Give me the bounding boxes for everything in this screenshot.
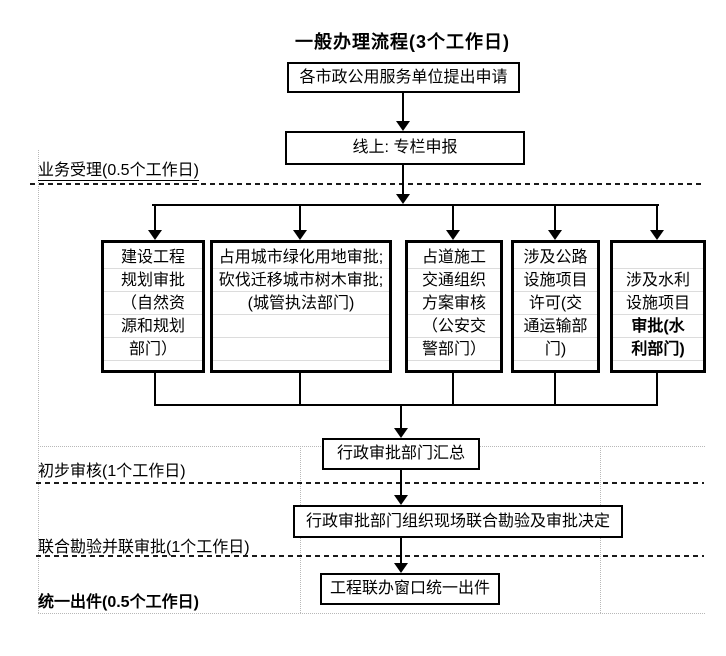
connector-start-online (402, 93, 404, 122)
arrowhead-down-icon (396, 194, 410, 204)
branch-city-greening: 占用城市绿化用地审批; 砍伐迁移城市树木审批; (城管执法部门) (210, 240, 392, 373)
branch-construction-planning: 建设工程 规划审批 （自然资 源和规划 部门） (101, 240, 205, 373)
connector-summary-joint (400, 470, 402, 496)
connector-joint-output (400, 538, 402, 564)
arrowhead-down-icon (548, 230, 562, 240)
stage-label-acceptance-text: 业务受理(0.5个工作日) (38, 162, 199, 181)
branch-water-facility: 涉及水利 设施项目 审批(水 利部门) (610, 240, 706, 373)
section-divider-acceptance (30, 183, 704, 185)
table-gridline-horizontal (38, 613, 705, 614)
node-online-declare: 线上: 专栏申报 (285, 131, 525, 165)
stub-branch-5 (656, 373, 658, 406)
drop-branch-1 (154, 206, 156, 231)
connector-bar-summary (400, 406, 402, 428)
arrowhead-down-icon (394, 495, 408, 505)
arrowhead-down-icon (396, 121, 410, 131)
section-divider-preliminary (36, 482, 704, 484)
arrowhead-down-icon (148, 230, 162, 240)
stage-label-joint: 联合勘验并联审批(1个工作日) (38, 533, 250, 557)
collector-bar (154, 404, 658, 406)
distribution-bar (152, 204, 659, 206)
table-gridline-vertical (38, 150, 39, 613)
arrowhead-down-icon (446, 230, 460, 240)
node-start: 各市政公用服务单位提出申请 (287, 62, 520, 93)
stage-label-joint-text: 联合勘验并联审批(1个工作日) (38, 539, 250, 556)
stub-branch-1 (154, 373, 156, 406)
stage-label-output-text: 统一出件(0.5个工作日) (38, 594, 199, 611)
drop-branch-2 (299, 206, 301, 231)
flowchart-title: 一般办理流程(3个工作日) (295, 32, 510, 52)
section-divider-joint (36, 555, 704, 557)
node-summary: 行政审批部门汇总 (322, 438, 480, 470)
stage-label-output: 统一出件(0.5个工作日) (38, 588, 199, 612)
arrowhead-down-icon (394, 428, 408, 438)
stub-branch-3 (452, 373, 454, 406)
stub-branch-2 (299, 373, 301, 406)
branch-road-traffic: 占道施工 交通组织 方案审核 （公安交 警部门） (405, 240, 503, 373)
stage-label-acceptance: 业务受理(0.5个工作日) (38, 156, 199, 181)
stage-label-preliminary: 初步审核(1个工作日) (38, 457, 186, 481)
node-joint-review: 行政审批部门组织现场联合勘验及审批决定 (293, 505, 623, 538)
connector-online-bar (402, 165, 404, 195)
drop-branch-5 (656, 206, 658, 231)
drop-branch-3 (452, 206, 454, 231)
drop-branch-4 (554, 206, 556, 231)
branch-water-facility-bold: 审批(水 利部门) (631, 318, 685, 358)
branch-water-facility-normal: 涉及水利 设施项目 (625, 272, 690, 312)
arrowhead-down-icon (650, 230, 664, 240)
arrowhead-down-icon (293, 230, 307, 240)
arrowhead-down-icon (394, 563, 408, 573)
stub-branch-4 (554, 373, 556, 406)
branch-highway-facility: 涉及公路 设施项目 许可(交 通运输部 门) (511, 240, 600, 373)
node-final-output: 工程联办窗口统一出件 (320, 573, 500, 605)
stage-label-preliminary-text: 初步审核(1个工作日) (38, 463, 186, 480)
